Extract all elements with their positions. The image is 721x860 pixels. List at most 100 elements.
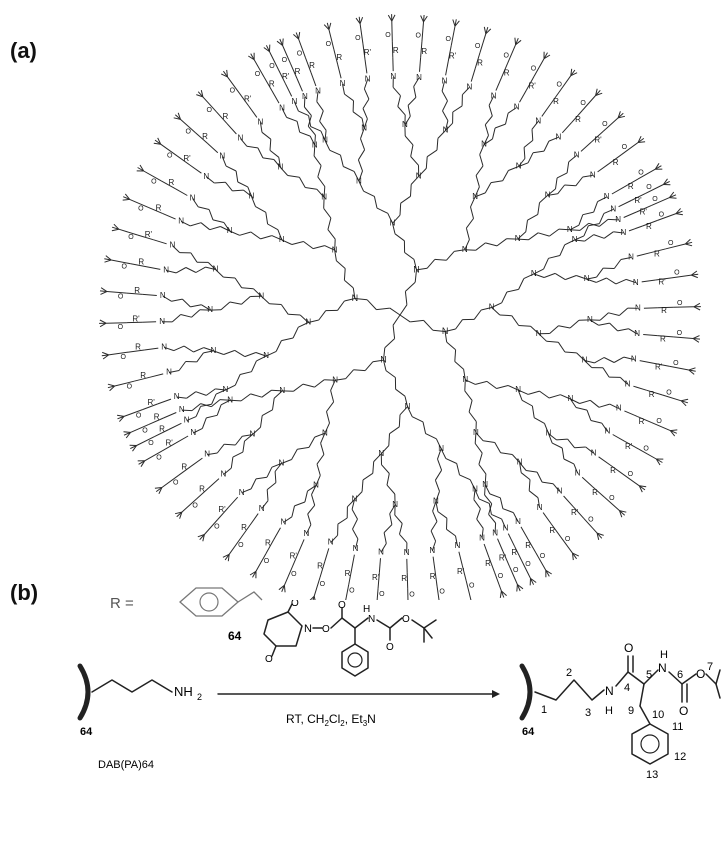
branch-bond [444,331,448,343]
tbutyl-bond [692,338,700,343]
tbutyl-bond [298,32,301,40]
end-group-r: R [199,485,205,494]
branch-bond [583,225,589,237]
dendrimer-core [354,269,446,361]
branch-bond [597,196,607,203]
core-bond [414,269,417,283]
end-group-bond [285,83,293,97]
tbutyl-bond [313,576,321,597]
branch-nitrogen: N [259,504,265,513]
core-bond [376,307,390,311]
end-group-bond [263,76,273,92]
branch-bond [357,159,363,172]
end-group-r: R [138,258,144,267]
branch-bond [620,257,632,260]
branch-bond [180,220,191,227]
end-group-bond [571,110,583,123]
atom-number-1: 1 [541,704,547,716]
branch-bond [426,259,436,269]
end-group-oxygen: O [120,354,126,361]
end-group-oxygen: O [531,66,537,73]
tbutyl-bond [282,45,292,65]
branch-bond [293,383,304,392]
end-group-r: R [628,182,634,191]
branch-bond [191,309,201,318]
branch-nitrogen: N [442,76,448,85]
end-group-r: R [613,158,619,167]
end-group-r: R [309,61,315,70]
branch-bond [180,314,192,318]
tbutyl-bond [560,536,573,554]
end-group-bond [337,64,342,79]
branch-nitrogen: N [587,315,593,324]
end-group-bond [623,211,637,218]
branch-bond [411,416,424,423]
end-group-oxygen: O [439,589,445,596]
end-group-r: R [477,59,483,68]
tbutyl-bond [255,553,267,572]
end-group-oxygen: O [602,121,608,128]
branch-bond [617,328,629,332]
branch-bond [473,499,481,509]
branch-nitrogen: N [322,428,328,437]
tbutyl-bond [638,448,657,460]
branch-bond [385,370,396,378]
branch-bond [507,385,519,391]
branch-bond [463,369,466,380]
atom-number-5: 5 [646,669,652,681]
branch-bond [278,157,281,168]
reagent-equiv-label: 64 [228,629,242,643]
branch-bond [496,385,509,389]
branch-bond [526,470,538,473]
branch-nitrogen: N [515,517,521,526]
tbutyl-bond [691,270,698,276]
branch-bond [618,307,629,316]
dendrimer-branches [162,77,638,553]
branch-bond [494,442,502,454]
end-group-r: R [295,67,301,76]
branch-bond [255,352,267,357]
branch-bond [269,303,282,305]
end-group-r: R [154,413,160,422]
branch-bond [267,223,279,231]
branch-bond [569,319,580,329]
end-group-r: R' [132,314,140,323]
branch-bond [251,360,257,372]
tbutyl-bond [202,534,205,542]
branch-bond [598,213,605,224]
branch-nitrogen: N [390,218,396,227]
end-group-oxygen: O [580,100,586,107]
branch-bond [362,472,374,481]
branch-bond [344,279,354,289]
branch-bond [225,165,237,172]
branch-nitrogen: N [211,346,217,355]
branch-bond [483,440,495,443]
tbutyl-bond [595,88,598,96]
end-group-r: R' [218,505,226,514]
branch-bond [307,513,312,525]
tbutyl-bond [656,458,663,463]
end-group-r: R [649,390,655,399]
branch-bond [326,401,335,412]
end-group-bond [525,75,535,91]
end-group-bond [434,570,438,587]
branch-bond [361,118,365,129]
branch-bond [459,474,471,481]
branch-bond [269,139,272,151]
branch-bond [476,518,484,529]
branch-nitrogen: N [491,91,497,100]
branch-bond [399,203,402,216]
branch-nitrogen: N [378,547,384,556]
branch-bond [478,464,487,475]
branch-bond [383,524,393,533]
tbutyl-bond [545,569,552,575]
branch-bond [528,490,539,499]
end-group-bond [348,568,353,585]
branch-bond [488,503,492,515]
tbutyl-bond [639,485,647,488]
end-group-r: R' [282,72,290,81]
tbutyl-bond [572,552,580,557]
end-group-bond [176,155,191,166]
end-group-r: R' [364,48,372,57]
branch-bond [363,79,369,90]
